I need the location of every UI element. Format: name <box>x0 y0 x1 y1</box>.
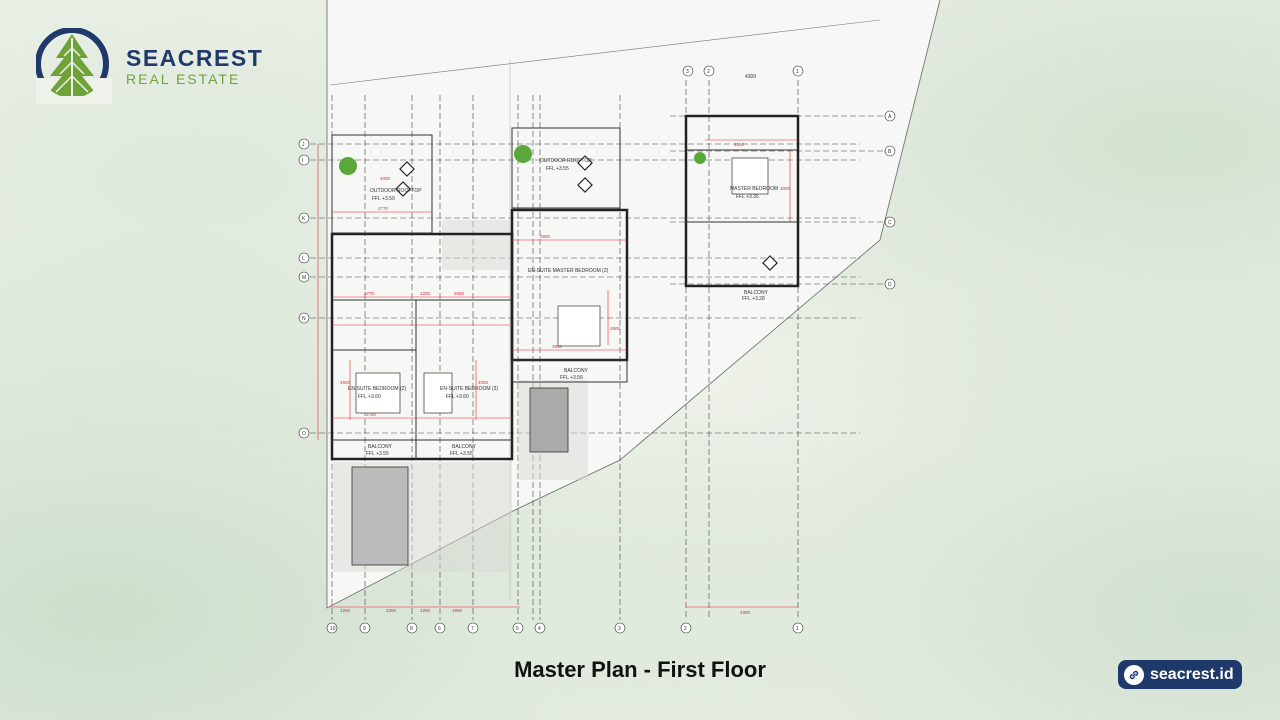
grid-label: O <box>302 431 306 437</box>
room-label: BALCONY <box>368 444 393 450</box>
grid-label: N <box>302 316 306 322</box>
grid-bubble <box>792 622 804 634</box>
grid-bubble <box>298 212 310 224</box>
website-badge[interactable]: seacrest.id <box>1118 660 1242 689</box>
room-label: OUTDOOR ROOFTOP <box>540 158 592 164</box>
dimension: 1200 <box>420 291 431 296</box>
room-label: EN-SUITE BEDROOM (3) <box>440 386 498 392</box>
brand-name: SEACREST <box>126 45 264 71</box>
grid-bubble <box>298 271 310 283</box>
grid-label: 1 <box>796 626 799 632</box>
grid-label: 8 <box>410 626 413 632</box>
grid-bubble <box>298 312 310 324</box>
room-ffl: FFL +3.56 <box>560 375 583 381</box>
grid-bubble <box>298 154 310 166</box>
dimension: 2050 <box>454 291 465 296</box>
grid-bubble <box>614 622 626 634</box>
grid-bubble <box>298 427 310 439</box>
room-ffl: FFL +3.28 <box>742 296 765 302</box>
grid-bubble <box>434 622 446 634</box>
room-label: BALCONY <box>452 444 477 450</box>
brand-logo: SEACREST REAL ESTATE <box>36 28 262 104</box>
grid-label: 9 <box>363 626 366 632</box>
grid-label: A <box>888 114 892 120</box>
plan-caption: Master Plan - First Floor <box>514 657 766 682</box>
room-ffl: FFL +3.55 <box>546 166 569 172</box>
dimension: 4000 <box>478 380 489 385</box>
room-ffl: FFL +3.35 <box>736 194 759 200</box>
grid-bubble <box>467 622 479 634</box>
grid-label: M <box>302 275 306 281</box>
grid-bubble <box>512 622 524 634</box>
dimension: 1260 <box>340 608 351 613</box>
grid-label: 3 <box>618 626 621 632</box>
grid-label: 4 <box>538 626 541 632</box>
grid-bubble <box>534 622 546 634</box>
grid-label: L <box>302 256 305 262</box>
dimension: 2780 <box>366 412 377 417</box>
room-label: BALCONY <box>744 290 769 296</box>
room-ffl: FFL +3.55 <box>366 451 389 457</box>
dimension: 3770 <box>364 291 375 296</box>
dimension: 2300 <box>386 608 397 613</box>
room-ffl: FFL +3.55 <box>450 451 473 457</box>
grid-label: 1 <box>796 69 799 75</box>
dimension: 2770 <box>378 206 389 211</box>
grid-label: 4300 <box>745 74 756 80</box>
dimension: 4600 <box>340 380 351 385</box>
grid-bubble <box>326 622 338 634</box>
website-label: seacrest.id <box>1150 665 1234 683</box>
dimension: 3900 <box>540 234 551 239</box>
room-ffl: FFL +3.60 <box>358 394 381 400</box>
dimension: 4150 <box>734 142 745 147</box>
grid-bubble <box>680 622 692 634</box>
room-label: OUTDOOR ROOFTOP <box>370 188 422 194</box>
grid-label: C <box>888 220 892 226</box>
grid-label: K <box>302 216 306 222</box>
grid-label: 10 <box>330 626 336 632</box>
grid-label: I <box>302 158 303 164</box>
grid-label: 3 <box>686 69 689 75</box>
grid-label: 7 <box>471 626 474 632</box>
room-label: BALCONY <box>564 368 589 374</box>
grid-bubble <box>884 145 896 157</box>
room-ffl: FFL +3.50 <box>372 196 395 202</box>
room-ffl: FFL +3.60 <box>446 394 469 400</box>
dimension: 4300 <box>740 610 751 615</box>
grid-bubble <box>884 216 896 228</box>
grid-bubble <box>884 110 896 122</box>
dimension: 2600 <box>610 326 621 331</box>
dimension: 4000 <box>380 176 391 181</box>
room-label: EN-SUITE MASTER BEDROOM (2) <box>528 268 609 274</box>
room-label: EN-SUITE BEDROOM (2) <box>348 386 406 392</box>
link-icon <box>1124 664 1144 685</box>
dimension: 1660 <box>452 608 463 613</box>
grid-label: J <box>302 142 305 148</box>
floor-plan: OUTDOOR ROOFTOP FFL +3.50 OUTDOOR ROOFTO… <box>298 0 941 634</box>
grid-label: 2 <box>684 626 687 632</box>
grid-label: B <box>888 149 892 155</box>
pine-tree-icon <box>36 28 112 104</box>
brand-tagline: REAL ESTATE <box>126 71 241 87</box>
grid-bubble <box>298 138 310 150</box>
grid-bubble <box>359 622 371 634</box>
dimension: 3000 <box>780 186 791 191</box>
grid-label: 2 <box>707 69 710 75</box>
grid-bubble <box>298 252 310 264</box>
grid-bubble <box>884 278 896 290</box>
grid-bubble <box>406 622 418 634</box>
grid-label: 6 <box>438 626 441 632</box>
dimension: 3960 <box>552 344 563 349</box>
room-label: MASTER BEDROOM <box>730 186 778 192</box>
dimension: 1260 <box>420 608 431 613</box>
grid-label: D <box>888 282 892 288</box>
grid-label: 5 <box>516 626 519 632</box>
